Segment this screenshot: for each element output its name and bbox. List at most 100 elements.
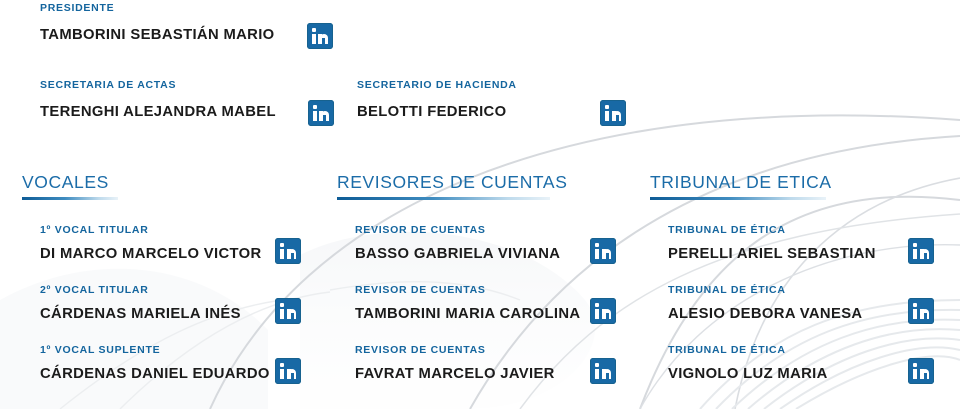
member-name: DI MARCO MARCELO VICTOR xyxy=(40,246,262,262)
linkedin-n-stem xyxy=(319,111,324,121)
member-item: REVISOR DE CUENTAS FAVRAT MARCELO JAVIER xyxy=(355,344,655,404)
officer-name: TAMBORINI SEBASTIÁN MARIO xyxy=(40,27,275,43)
member-role-label: 2º VOCAL TITULAR xyxy=(40,284,149,296)
linkedin-dot xyxy=(605,105,610,109)
officer-presidente: PRESIDENTE TAMBORINI SEBASTIÁN MARIO xyxy=(40,2,333,49)
linkedin-n-notch xyxy=(290,372,294,380)
linkedin-icon[interactable] xyxy=(600,100,627,126)
section-underline xyxy=(337,197,550,200)
linkedin-n-stem xyxy=(286,369,291,379)
linkedin-n-notch xyxy=(605,252,609,260)
linkedin-n-stem xyxy=(919,249,924,259)
linkedin-n-notch xyxy=(923,252,927,260)
member-name: TAMBORINI MARIA CAROLINA xyxy=(355,306,581,322)
linkedin-n-notch xyxy=(290,312,294,320)
member-role-label: 1º VOCAL SUPLENTE xyxy=(40,344,161,356)
officer-name-row: BELOTTI FEDERICO xyxy=(357,100,627,126)
member-role-label: REVISOR DE CUENTAS xyxy=(355,344,486,356)
member-item: TRIBUNAL DE ÉTICA ALESIO DEBORA VANESA xyxy=(668,284,960,344)
member-name: VIGNOLO LUZ MARIA xyxy=(668,366,828,382)
linkedin-n-stem xyxy=(286,249,291,259)
linkedin-i-stem xyxy=(280,309,284,319)
member-role-label: TRIBUNAL DE ÉTICA xyxy=(668,284,786,296)
officer-role-label: SECRETARIO DE HACIENDA xyxy=(357,79,517,91)
section-title: TRIBUNAL DE ETICA xyxy=(650,172,832,192)
linkedin-n-notch xyxy=(923,312,927,320)
linkedin-dot xyxy=(595,363,599,367)
linkedin-dot xyxy=(913,363,917,367)
member-name: CÁRDENAS MARIELA INÉS xyxy=(40,306,241,322)
member-name: CÁRDENAS DANIEL EDUARDO xyxy=(40,366,270,382)
linkedin-icon[interactable] xyxy=(590,298,616,324)
officer-role-label: SECRETARIA DE ACTAS xyxy=(40,79,177,91)
member-item: TRIBUNAL DE ÉTICA PERELLI ARIEL SEBASTIA… xyxy=(668,224,960,284)
member-item: REVISOR DE CUENTAS BASSO GABRIELA VIVIAN… xyxy=(355,224,655,284)
linkedin-icon[interactable] xyxy=(590,238,616,264)
section-title: REVISORES DE CUENTAS xyxy=(337,172,568,192)
officer-secretaria-actas: SECRETARIA DE ACTAS TERENGHI ALEJANDRA M… xyxy=(40,79,334,126)
linkedin-i-stem xyxy=(280,369,284,379)
linkedin-dot xyxy=(312,105,317,109)
linkedin-dot xyxy=(595,303,599,307)
officer-name: BELOTTI FEDERICO xyxy=(357,104,507,120)
linkedin-icon[interactable] xyxy=(275,358,301,384)
member-item: 2º VOCAL TITULAR CÁRDENAS MARIELA INÉS xyxy=(40,284,340,344)
linkedin-icon[interactable] xyxy=(908,238,934,264)
linkedin-n-stem xyxy=(611,111,616,121)
section-underline xyxy=(22,197,118,200)
linkedin-dot xyxy=(280,243,284,247)
linkedin-n-notch xyxy=(615,114,619,122)
section-header-tribunal: TRIBUNAL DE ETICA xyxy=(650,172,832,200)
linkedin-icon[interactable] xyxy=(307,100,334,126)
column-tribunal: TRIBUNAL DE ÉTICA PERELLI ARIEL SEBASTIA… xyxy=(668,224,960,404)
linkedin-n-notch xyxy=(923,372,927,380)
member-role-label: TRIBUNAL DE ÉTICA xyxy=(668,344,786,356)
linkedin-i-stem xyxy=(280,249,284,259)
column-vocales: 1º VOCAL TITULAR DI MARCO MARCELO VICTOR… xyxy=(40,224,340,404)
linkedin-icon[interactable] xyxy=(590,358,616,384)
section-header-revisores: REVISORES DE CUENTAS xyxy=(337,172,568,200)
linkedin-i-stem xyxy=(595,249,599,259)
officer-name-row: TAMBORINI SEBASTIÁN MARIO xyxy=(40,23,333,49)
linkedin-n-stem xyxy=(601,309,606,319)
linkedin-n-stem xyxy=(601,369,606,379)
linkedin-icon[interactable] xyxy=(908,298,934,324)
member-name: PERELLI ARIEL SEBASTIAN xyxy=(668,246,876,262)
officer-name: TERENGHI ALEJANDRA MABEL xyxy=(40,104,276,120)
linkedin-n-notch xyxy=(605,372,609,380)
linkedin-i-stem xyxy=(595,309,599,319)
linkedin-dot xyxy=(311,28,316,32)
member-item: 1º VOCAL TITULAR DI MARCO MARCELO VICTOR xyxy=(40,224,340,284)
linkedin-n-notch xyxy=(290,252,294,260)
linkedin-n-stem xyxy=(601,249,606,259)
linkedin-i-stem xyxy=(913,249,917,259)
linkedin-n-stem xyxy=(919,309,924,319)
linkedin-n-stem xyxy=(318,34,323,44)
linkedin-icon[interactable] xyxy=(306,23,333,49)
linkedin-i-stem xyxy=(913,369,917,379)
linkedin-i-stem xyxy=(595,369,599,379)
member-name: ALESIO DEBORA VANESA xyxy=(668,306,863,322)
linkedin-icon[interactable] xyxy=(908,358,934,384)
member-item: TRIBUNAL DE ÉTICA VIGNOLO LUZ MARIA xyxy=(668,344,960,404)
linkedin-n-notch xyxy=(605,312,609,320)
linkedin-i-stem xyxy=(311,34,316,44)
section-title: VOCALES xyxy=(22,172,109,192)
linkedin-dot xyxy=(595,243,599,247)
member-item: REVISOR DE CUENTAS TAMBORINI MARIA CAROL… xyxy=(355,284,655,344)
linkedin-dot xyxy=(913,243,917,247)
officer-role-label: PRESIDENTE xyxy=(40,2,115,14)
member-name: FAVRAT MARCELO JAVIER xyxy=(355,366,555,382)
linkedin-icon[interactable] xyxy=(275,298,301,324)
linkedin-n-stem xyxy=(286,309,291,319)
linkedin-icon[interactable] xyxy=(275,238,301,264)
linkedin-i-stem xyxy=(605,111,610,121)
member-item: 1º VOCAL SUPLENTE CÁRDENAS DANIEL EDUARD… xyxy=(40,344,340,404)
linkedin-dot xyxy=(280,303,284,307)
linkedin-n-stem xyxy=(919,369,924,379)
linkedin-n-notch xyxy=(323,114,327,122)
linkedin-dot xyxy=(913,303,917,307)
section-underline xyxy=(650,197,826,200)
linkedin-i-stem xyxy=(913,309,917,319)
